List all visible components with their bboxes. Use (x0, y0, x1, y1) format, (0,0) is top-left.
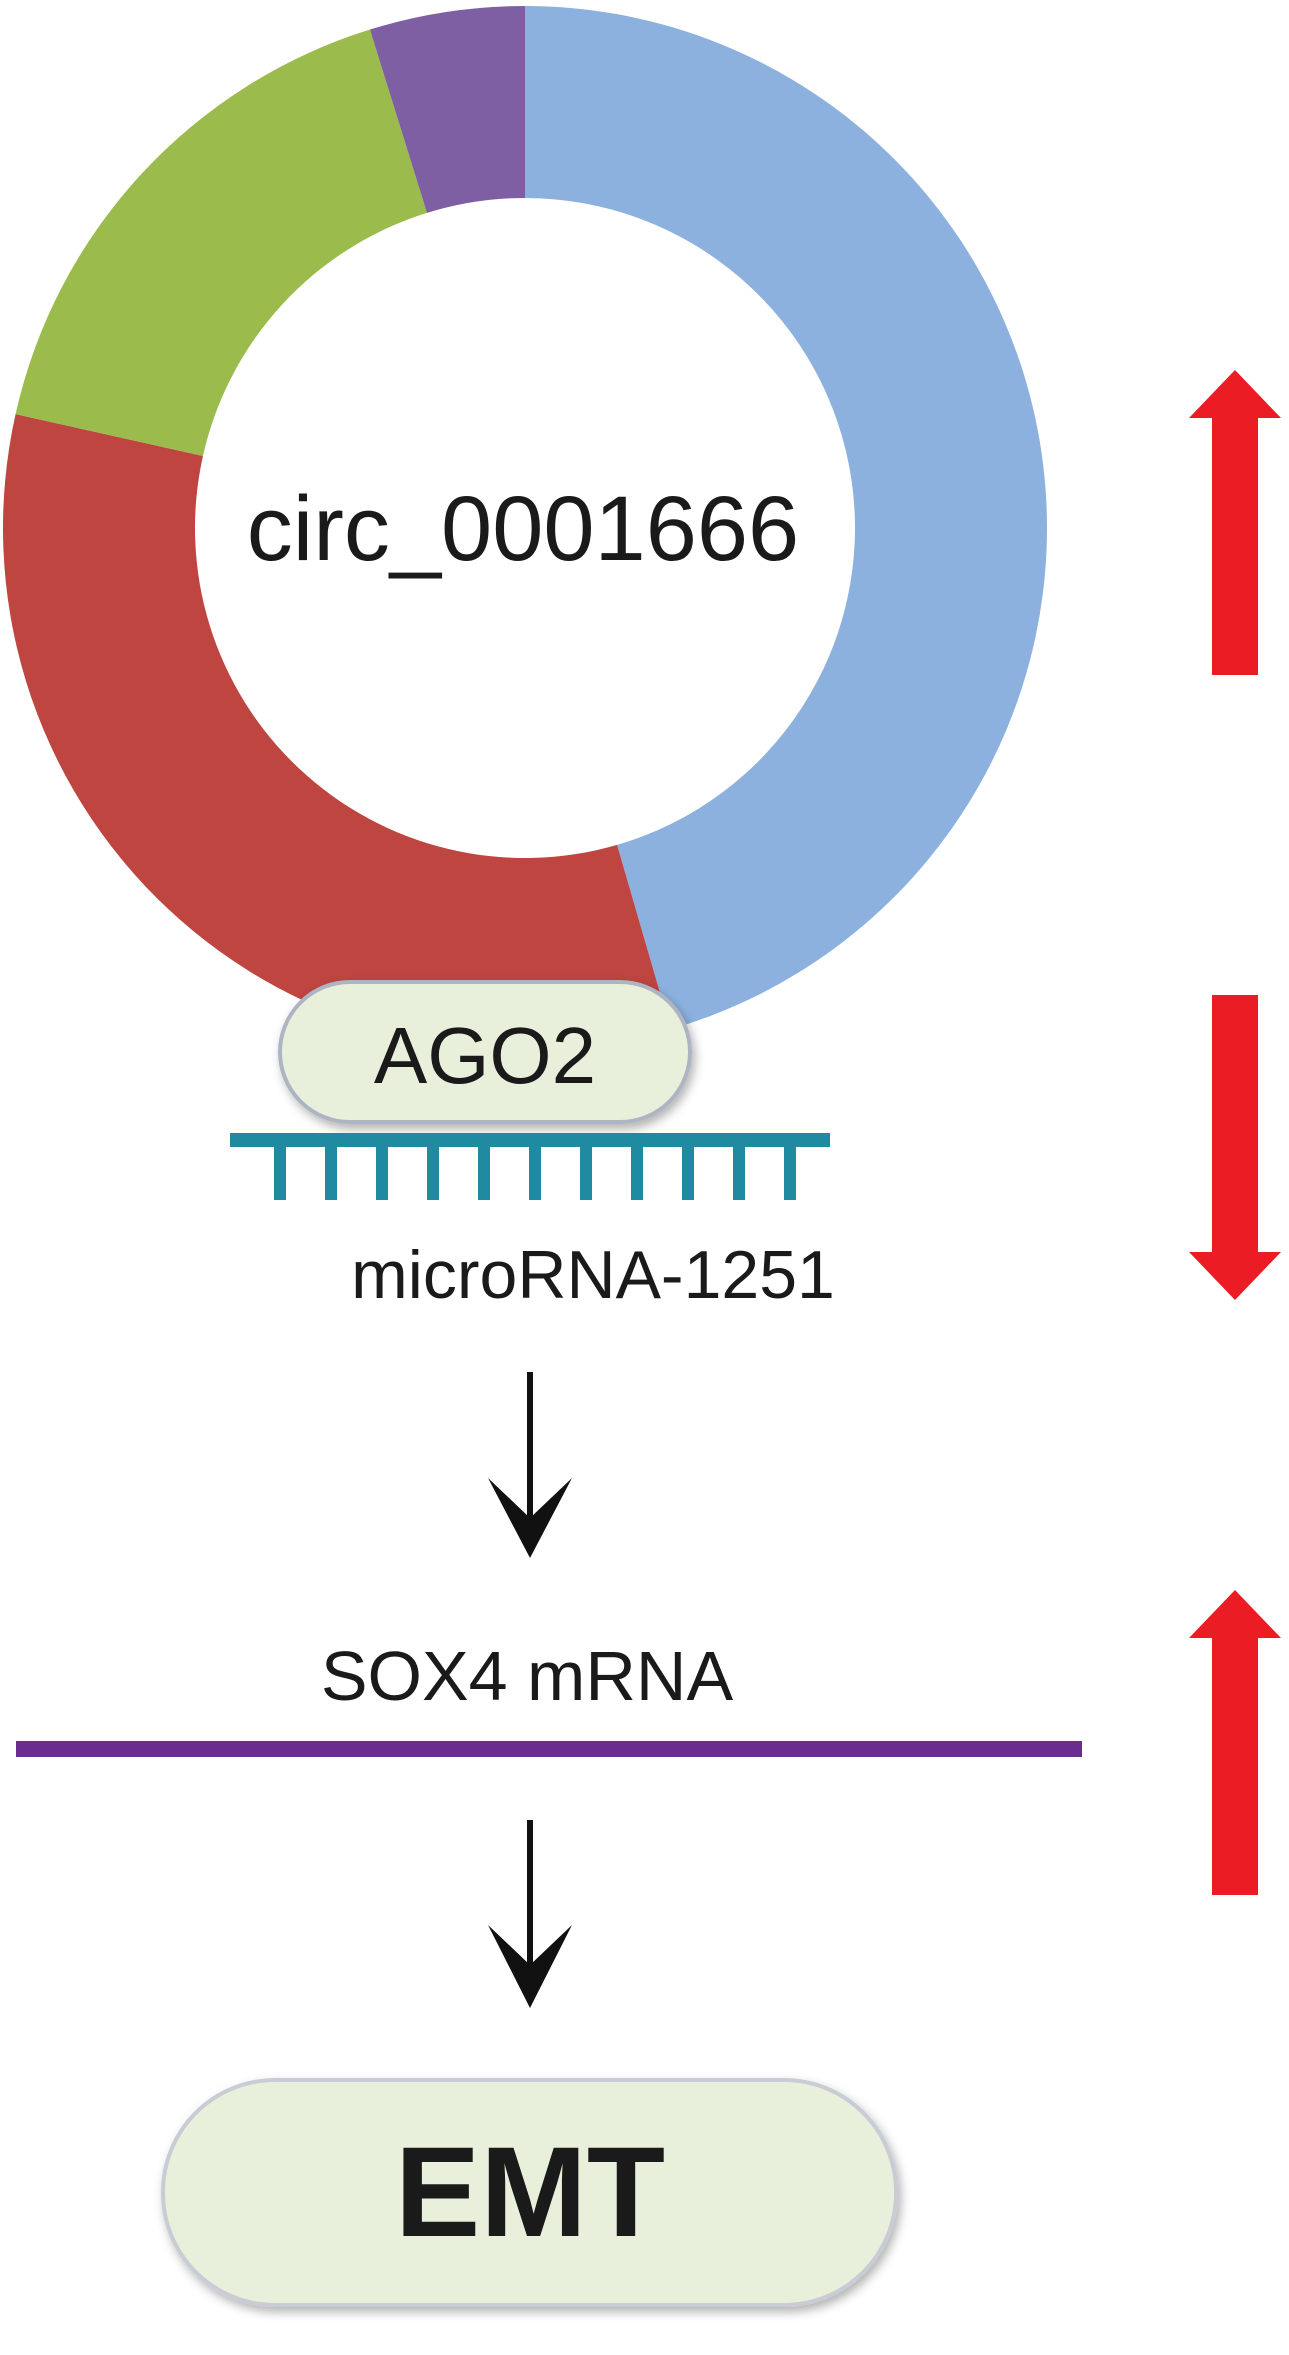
microrna-base-tick (427, 1140, 439, 1200)
upregulation-arrow-icon (1189, 370, 1281, 675)
microrna-base-tick (733, 1140, 745, 1200)
downregulation-arrow-icon (1189, 995, 1281, 1300)
ring-segment-blue (525, 6, 1047, 1030)
microrna-base-tick (682, 1140, 694, 1200)
microrna-base-tick (274, 1140, 286, 1200)
sox4-mrna-label: SOX4 mRNA (321, 1637, 734, 1715)
ago2-label: AGO2 (374, 1011, 596, 1100)
upregulation-arrow-icon (1189, 1590, 1281, 1895)
ago2-protein: AGO2 (278, 980, 692, 1124)
microrna-base-tick (529, 1140, 541, 1200)
ago2-pill (278, 980, 692, 1124)
ring-segment-red (2, 414, 671, 1050)
regulation-indicators (1189, 370, 1281, 1895)
circrna-ring (2, 6, 1047, 1050)
microrna-label: microRNA-1251 (351, 1237, 835, 1313)
microrna-base-tick (580, 1140, 592, 1200)
microrna-base-tick (478, 1140, 490, 1200)
microrna-base-tick (325, 1140, 337, 1200)
emt-outcome: EMT (161, 2078, 898, 2307)
ring-segment-green (15, 29, 427, 457)
emt-label: EMT (395, 2121, 665, 2264)
emt-pill (161, 2078, 898, 2307)
microrna-base-tick (631, 1140, 643, 1200)
microrna-base-tick (784, 1140, 796, 1200)
arrow-mirna-to-sox4 (488, 1372, 572, 1558)
arrow-sox4-to-emt (488, 1820, 572, 2008)
circrna-label: circ_0001666 (247, 478, 799, 580)
microrna-strand (230, 1133, 830, 1200)
microrna-base-tick (376, 1140, 388, 1200)
ring-segment-purple (369, 6, 525, 213)
